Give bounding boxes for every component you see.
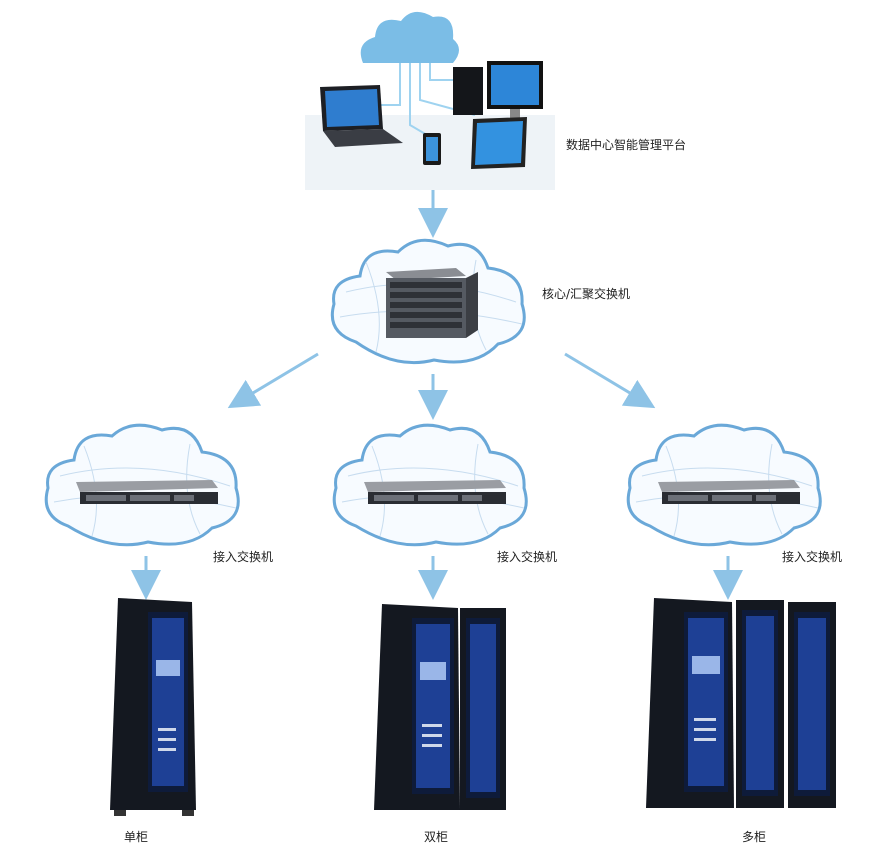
- single-cabinet-icon: [110, 598, 196, 816]
- core-switch-label: 核心/汇聚交换机: [542, 287, 631, 301]
- chassis-switch-icon: [330, 238, 526, 365]
- access-switch-label-left: 接入交换机: [213, 550, 274, 564]
- access-switch-icon: [332, 423, 528, 547]
- cloud-devices-icon: [305, 11, 555, 190]
- access-switch-icon: [626, 423, 822, 547]
- multi-cabinet-icon: [646, 598, 836, 808]
- platform-label: 数据中心智能管理平台: [566, 138, 687, 152]
- cabinet-label-single: 单柜: [124, 830, 149, 844]
- access-switch-label-center: 接入交换机: [497, 550, 558, 564]
- cabinet-label-double: 双柜: [424, 830, 449, 844]
- double-cabinet-icon: [374, 604, 506, 810]
- arrow-core-to-access-left: [227, 352, 319, 409]
- access-switch-icon: [44, 423, 240, 547]
- arrow-core-to-access-right: [564, 352, 656, 409]
- access-switch-label-right: 接入交换机: [782, 550, 843, 564]
- cabinet-label-multi: 多柜: [742, 830, 767, 844]
